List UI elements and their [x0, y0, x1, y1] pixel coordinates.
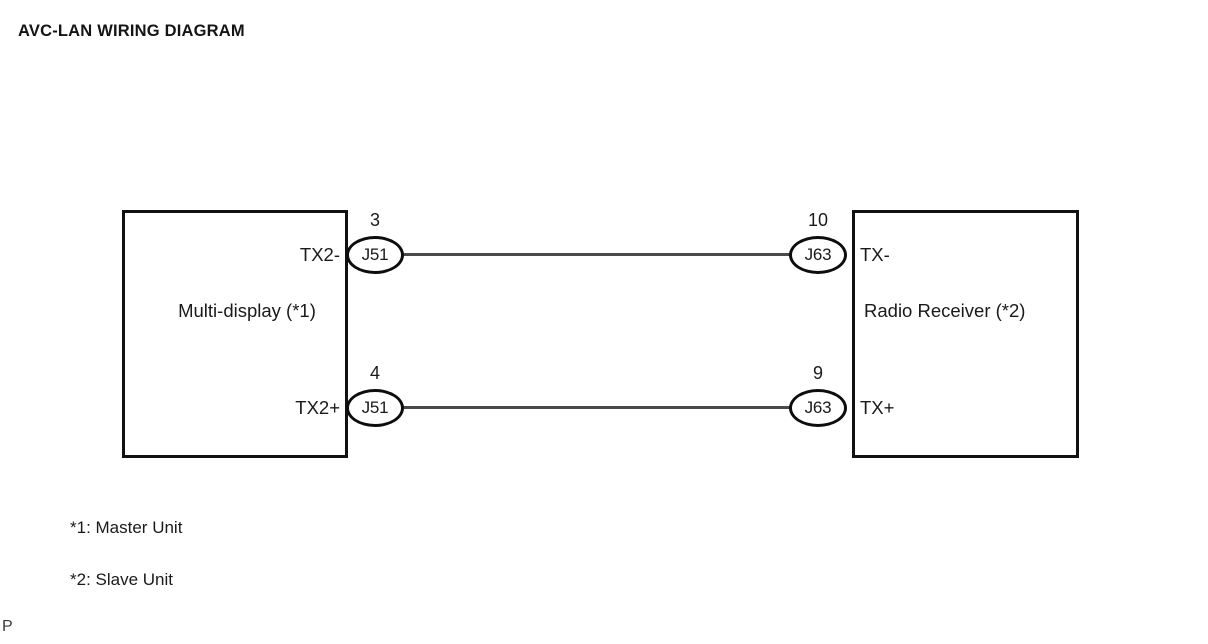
page-title: AVC-LAN WIRING DIAGRAM [18, 22, 245, 40]
unit-box-multi-display [122, 210, 348, 458]
pin-number-left-bottom: 4 [369, 363, 380, 383]
pin-signal-label-tx-minus: TX- [860, 244, 890, 265]
pin-signal-label-tx-plus: TX+ [860, 397, 895, 418]
connector-ellipse-j63-pin10: J63 [789, 236, 847, 274]
connector-ellipse-j51-pin3: J51 [346, 236, 404, 274]
footnote-master-unit: *1: Master Unit [70, 518, 183, 537]
wire-tx-minus [402, 253, 790, 256]
page-corner-mark: P [2, 618, 13, 635]
wire-tx-plus [402, 406, 790, 409]
pin-number-right-top: 10 [807, 210, 829, 230]
pin-signal-label-tx2-plus: TX2+ [295, 397, 340, 418]
pin-number-right-bottom: 9 [812, 363, 823, 383]
pin-number-left-top: 3 [369, 210, 380, 230]
connector-ellipse-j63-pin9: J63 [789, 389, 847, 427]
footnote-slave-unit: *2: Slave Unit [70, 570, 173, 589]
unit-label-multi-display: Multi-display (*1) [178, 300, 316, 321]
pin-signal-label-tx2-minus: TX2- [299, 244, 340, 265]
unit-label-radio-receiver: Radio Receiver (*2) [864, 300, 1026, 321]
connector-ellipse-j51-pin4: J51 [346, 389, 404, 427]
unit-box-radio-receiver [852, 210, 1079, 458]
